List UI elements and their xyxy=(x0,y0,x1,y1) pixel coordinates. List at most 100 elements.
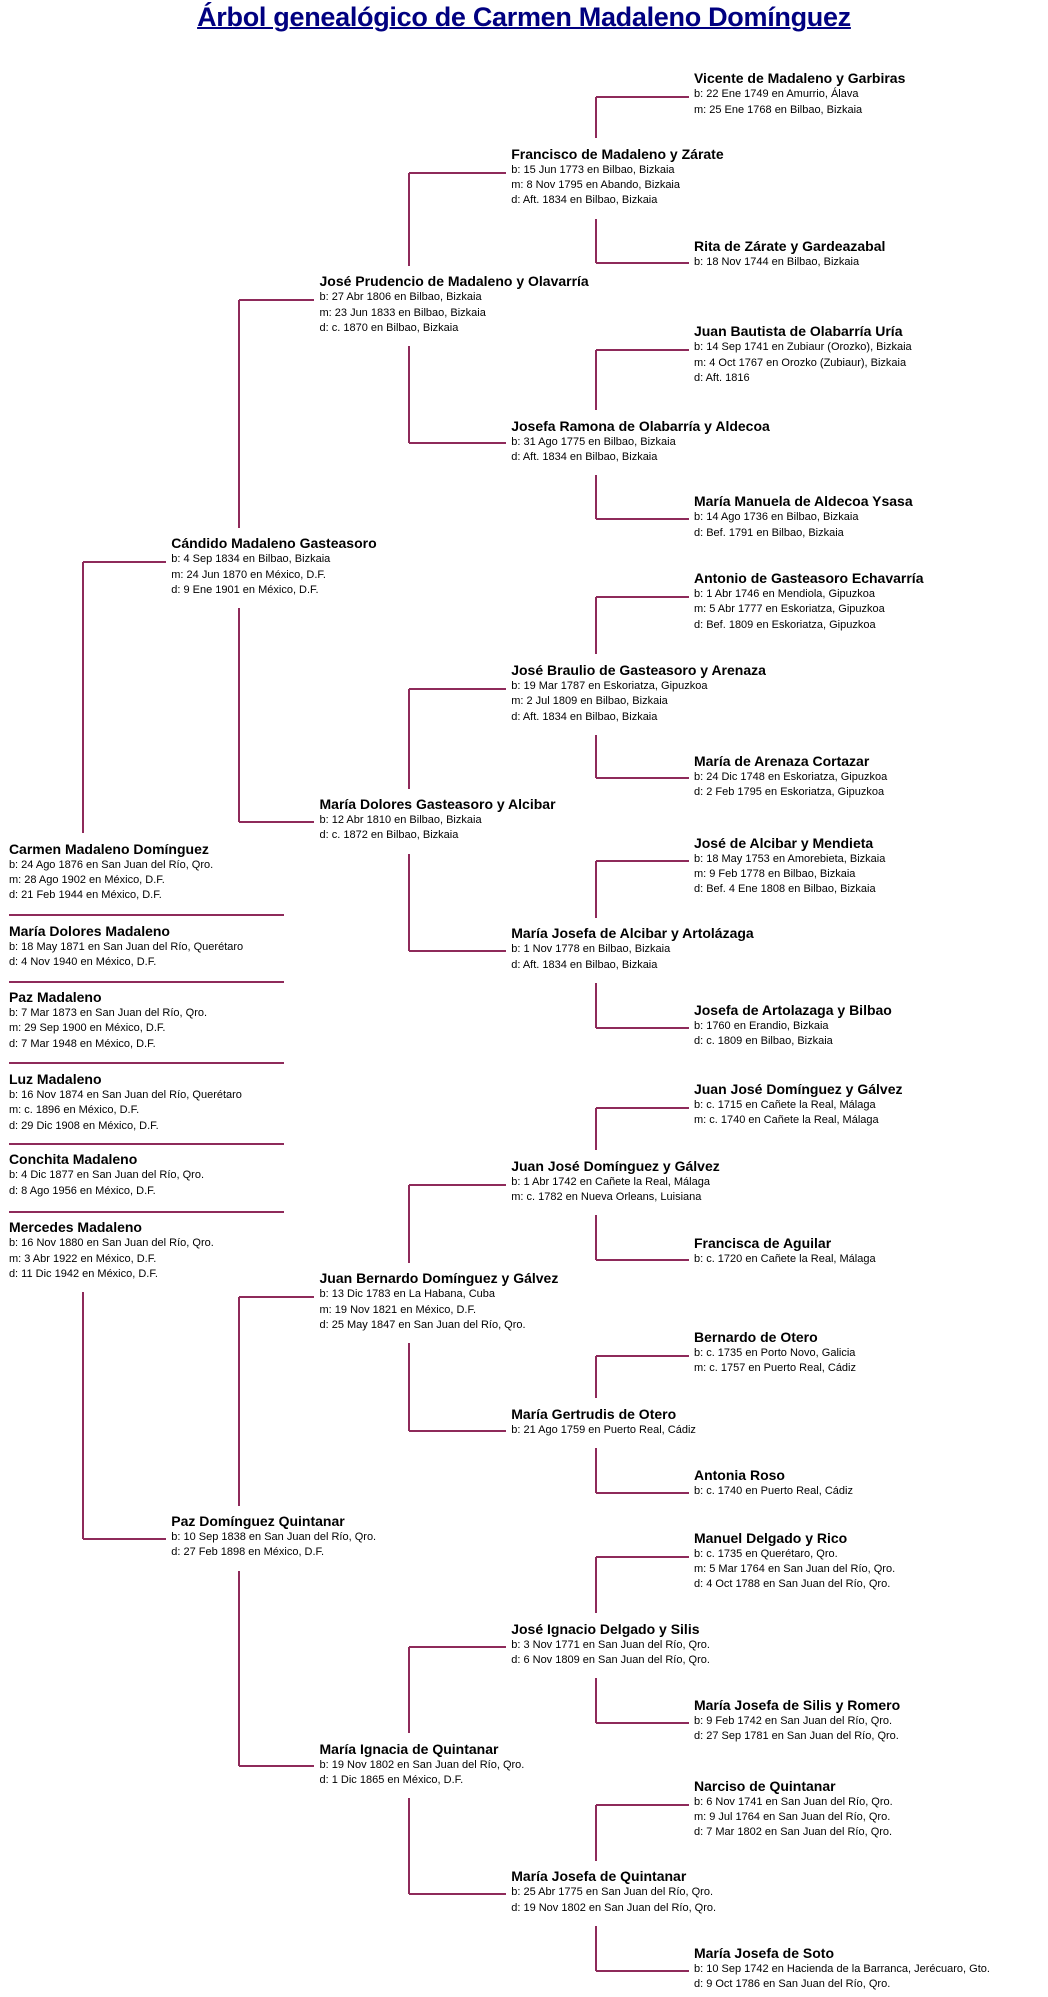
person-name[interactable]: Juan José Domínguez y Gálvez xyxy=(511,1157,720,1174)
person-name[interactable]: Carmen Madaleno Domínguez xyxy=(8,840,209,857)
person-name[interactable]: Luz Madaleno xyxy=(8,1070,102,1087)
person-name[interactable]: Rita de Zárate y Gardeazabal xyxy=(693,237,886,254)
person-name[interactable]: María Josefa de Quintanar xyxy=(511,1868,687,1885)
person-name[interactable]: Vicente de Madaleno y Garbiras xyxy=(693,70,906,87)
person-name[interactable]: Paz Madaleno xyxy=(8,989,102,1006)
person-event: b: 12 Abr 1810 en Bilbao, Bizkaia xyxy=(319,814,482,827)
person-name[interactable]: Paz Domínguez Quintanar xyxy=(171,1513,345,1530)
mother-connector xyxy=(407,853,410,951)
person-name[interactable]: María Josefa de Soto xyxy=(693,1945,835,1962)
person-event: d: 7 Mar 1802 en San Juan del Río, Qro. xyxy=(693,1826,893,1839)
person-name[interactable]: María Josefa de Silis y Romero xyxy=(693,1697,901,1714)
person-name[interactable]: María Josefa de Alcibar y Artolázaga xyxy=(511,925,754,942)
person-name[interactable]: Narciso de Quintanar xyxy=(693,1777,836,1794)
person-event: b: c. 1740 en Puerto Real, Cádiz xyxy=(693,1485,853,1498)
person-name[interactable]: Francisco de Madaleno y Zárate xyxy=(511,145,724,162)
person-name[interactable]: María Ignacia de Quintanar xyxy=(319,1740,499,1757)
person-event: b: 4 Dic 1877 en San Juan del Río, Qro. xyxy=(8,1169,204,1182)
person-event: d: Bef. 1791 en Bilbao, Bizkaia xyxy=(693,526,844,539)
person-name[interactable]: Francisca de Aguilar xyxy=(693,1234,832,1251)
person-name[interactable]: José Braulio de Gasteasoro y Arenaza xyxy=(511,661,766,678)
person-name[interactable]: Juan Bernardo Domínguez y Gálvez xyxy=(319,1270,559,1287)
mother-connector xyxy=(238,1765,315,1768)
person-event: d: 8 Ago 1956 en México, D.F. xyxy=(8,1184,156,1197)
person-event: b: 3 Nov 1771 en San Juan del Río, Qro. xyxy=(511,1638,710,1651)
father-connector xyxy=(237,300,240,528)
person-name[interactable]: María Dolores Gasteasoro y Alcibar xyxy=(319,796,556,813)
person-event: b: 14 Ago 1736 en Bilbao, Bizkaia xyxy=(693,511,859,524)
person-name[interactable]: Mercedes Madaleno xyxy=(8,1219,142,1236)
person-event: b: 13 Dic 1783 en La Habana, Cuba xyxy=(319,1288,496,1301)
father-connector xyxy=(408,1646,507,1649)
person-event: b: 31 Ago 1775 en Bilbao, Bizkaia xyxy=(511,435,676,448)
father-connector xyxy=(407,1647,410,1734)
person-name[interactable]: María Dolores Madaleno xyxy=(8,922,170,939)
father-connector xyxy=(83,561,167,564)
person-event: m: 23 Jun 1833 en Bilbao, Bizkaia xyxy=(319,306,486,319)
person-name[interactable]: María Gertrudis de Otero xyxy=(511,1405,677,1422)
person-name[interactable]: Josefa de Artolazaga y Bilbao xyxy=(693,1001,892,1018)
mother-connector xyxy=(594,1215,597,1261)
person-name[interactable]: Cándido Madaleno Gasteasoro xyxy=(171,535,377,552)
person-event: d: 11 Dic 1942 en México, D.F. xyxy=(8,1267,158,1280)
father-connector xyxy=(595,1355,689,1357)
person-event: b: 25 Abr 1775 en San Juan del Río, Qro. xyxy=(511,1886,714,1899)
person-event: d: Aft. 1834 en Bilbao, Bizkaia xyxy=(511,958,658,971)
person-name[interactable]: José Ignacio Delgado y Silis xyxy=(511,1620,700,1637)
person-name[interactable]: José de Alcibar y Mendieta xyxy=(693,834,874,851)
person-name[interactable]: María de Arenaza Cortazar xyxy=(693,752,870,769)
person-name[interactable]: Juan Bautista de Olabarría Uría xyxy=(693,323,903,340)
person-name[interactable]: Antonio de Gasteasoro Echavarría xyxy=(693,569,924,586)
person-name[interactable]: Juan José Domínguez y Gálvez xyxy=(693,1081,903,1098)
person-event: m: 9 Feb 1778 en Bilbao, Bizkaia xyxy=(693,867,856,880)
father-connector xyxy=(595,860,689,863)
person-name[interactable]: María Manuela de Aldecoa Ysasa xyxy=(693,493,913,510)
person-name[interactable]: Manuel Delgado y Rico xyxy=(693,1529,848,1546)
person-name[interactable]: Bernardo de Otero xyxy=(693,1329,818,1346)
person-name[interactable]: Josefa Ramona de Olabarría y Aldecoa xyxy=(511,417,770,434)
person-name[interactable]: Antonia Roso xyxy=(693,1467,785,1484)
father-connector xyxy=(82,562,85,834)
person-event: b: 18 Nov 1744 en Bilbao, Bizkaia xyxy=(693,255,860,268)
person-name[interactable]: Conchita Madaleno xyxy=(8,1151,138,1168)
person-event: b: 6 Nov 1741 en San Juan del Río, Qro. xyxy=(693,1795,893,1808)
person-name[interactable]: José Prudencio de Madaleno y Olavarría xyxy=(319,273,589,290)
person-event: b: 16 Nov 1874 en San Juan del Río, Quer… xyxy=(8,1088,242,1101)
